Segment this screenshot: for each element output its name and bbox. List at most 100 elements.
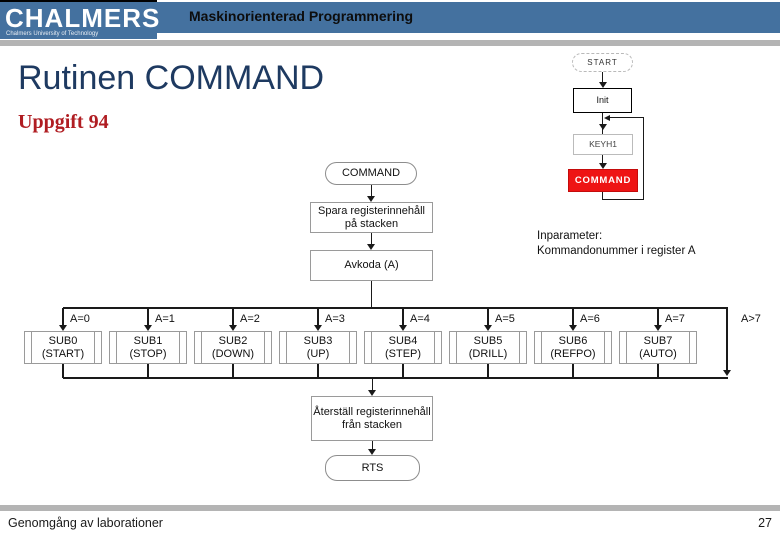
subroutine-name: SUB2 xyxy=(218,334,248,347)
subroutine-name: SUB3 xyxy=(303,334,333,347)
save-registers-box: Spara registerinnehåll på stacken xyxy=(310,202,433,233)
restore-registers-line1: Återställ registerinnehåll xyxy=(313,405,431,418)
logo-subtext: Chalmers University of Technology xyxy=(6,31,99,37)
branch-line xyxy=(147,308,149,325)
connector-line xyxy=(602,155,603,164)
arrow-down-icon xyxy=(314,325,322,331)
init-label: Init xyxy=(596,95,609,105)
branch-stub-line xyxy=(232,364,234,378)
branch-condition-label: A=3 xyxy=(325,313,345,325)
subroutine-box: SUB3 (UP) xyxy=(279,331,357,364)
side-start-terminator: START xyxy=(572,53,633,72)
side-start-label: START xyxy=(587,58,618,67)
restore-registers-line2: från stacken xyxy=(342,418,402,431)
branch-stub-line xyxy=(572,364,574,378)
subroutine-name: SUB1 xyxy=(133,334,163,347)
note-line2: Kommandonummer i register A xyxy=(537,245,696,257)
arrow-down-icon xyxy=(599,124,607,130)
branch-stub-line xyxy=(62,364,64,378)
branch-condition-label: A=0 xyxy=(70,313,90,325)
branch-line xyxy=(62,308,64,325)
branch-line xyxy=(487,308,489,325)
connector-line xyxy=(602,72,603,82)
init-box: Init xyxy=(573,88,632,113)
course-title: Maskinorienterad Programmering xyxy=(189,8,414,24)
footer-divider xyxy=(0,505,780,511)
branch-condition-label: A=6 xyxy=(580,313,600,325)
arrow-down-icon xyxy=(59,325,67,331)
logo-wordmark: CHALMERS xyxy=(5,3,161,33)
arrow-left-icon xyxy=(604,115,610,121)
end-terminator-label: RTS xyxy=(361,461,384,474)
header-divider xyxy=(0,40,780,46)
arrow-down-icon xyxy=(484,325,492,331)
arrow-down-icon xyxy=(654,325,662,331)
subroutine-alias: (STEP) xyxy=(384,347,422,360)
subroutine-box: SUB6 (REFPO) xyxy=(534,331,612,364)
branch-line xyxy=(657,308,659,325)
branch-stub-line xyxy=(317,364,319,378)
footer-text: Genomgång av laborationer xyxy=(8,516,163,530)
arrow-down-icon xyxy=(569,325,577,331)
branch-condition-label: A=2 xyxy=(240,313,260,325)
page-number: 27 xyxy=(758,516,772,530)
subroutine-alias: (START) xyxy=(41,347,85,360)
connector-line xyxy=(371,185,372,197)
branch-condition-label: A=4 xyxy=(410,313,430,325)
save-registers-line1: Spara registerinnehåll xyxy=(317,204,425,217)
branch-line xyxy=(402,308,404,325)
loop-line xyxy=(610,117,644,118)
branch-line xyxy=(232,308,234,325)
command-highlight-box: COMMAND xyxy=(568,169,638,192)
branch-stub-line xyxy=(402,364,404,378)
branch-line xyxy=(572,308,574,325)
branch-condition-label: A=7 xyxy=(665,313,685,325)
subroutine-box: SUB5 (DRILL) xyxy=(449,331,527,364)
loop-line xyxy=(602,199,644,200)
overflow-branch-line xyxy=(726,307,728,371)
connector-line xyxy=(371,281,372,308)
arrow-down-icon xyxy=(599,82,607,88)
arrow-down-icon xyxy=(368,449,376,455)
decode-box: Avkoda (A) xyxy=(310,250,433,281)
key-routine-box: KEYH1 xyxy=(573,134,633,155)
subroutine-box: SUB2 (DOWN) xyxy=(194,331,272,364)
subroutine-box: SUB0 (START) xyxy=(24,331,102,364)
start-terminator: COMMAND xyxy=(325,162,417,185)
end-terminator: RTS xyxy=(325,455,420,481)
arrow-down-icon xyxy=(368,390,376,396)
start-terminator-label: COMMAND xyxy=(341,167,401,179)
save-registers-line2: på stacken xyxy=(344,217,399,230)
connector-line xyxy=(371,233,372,244)
subroutine-box: SUB1 (STOP) xyxy=(109,331,187,364)
subroutine-alias: (AUTO) xyxy=(639,347,677,360)
subroutine-alias: (REFPO) xyxy=(550,347,596,360)
subroutine-alias: (DRILL) xyxy=(468,347,508,360)
connector-line xyxy=(372,441,373,450)
branch-condition-label: A=5 xyxy=(495,313,515,325)
branch-condition-label: A=1 xyxy=(155,313,175,325)
key-routine-label: KEYH1 xyxy=(589,139,617,149)
arrow-down-icon xyxy=(229,325,237,331)
subroutine-name: SUB4 xyxy=(388,334,418,347)
subroutine-name: SUB0 xyxy=(48,334,78,347)
collection-line xyxy=(63,377,728,379)
restore-registers-box: Återställ registerinnehåll från stacken xyxy=(311,396,433,441)
command-highlight-label: COMMAND xyxy=(574,175,632,186)
subroutine-name: SUB7 xyxy=(643,334,673,347)
overflow-condition-label: A>7 xyxy=(741,313,761,325)
loop-line xyxy=(602,192,603,200)
connector-line xyxy=(372,379,373,390)
arrow-down-icon xyxy=(599,163,607,169)
subroutine-alias: (UP) xyxy=(306,347,330,360)
arrow-down-icon xyxy=(723,370,731,376)
subroutine-name: SUB5 xyxy=(473,334,503,347)
branch-line xyxy=(317,308,319,325)
arrow-down-icon xyxy=(367,196,375,202)
logo-top-strip xyxy=(0,0,157,2)
page-title: Rutinen COMMAND xyxy=(18,59,325,97)
distribution-line xyxy=(63,307,728,309)
note-line1: Inparameter: xyxy=(537,230,603,242)
subroutine-name: SUB6 xyxy=(558,334,588,347)
